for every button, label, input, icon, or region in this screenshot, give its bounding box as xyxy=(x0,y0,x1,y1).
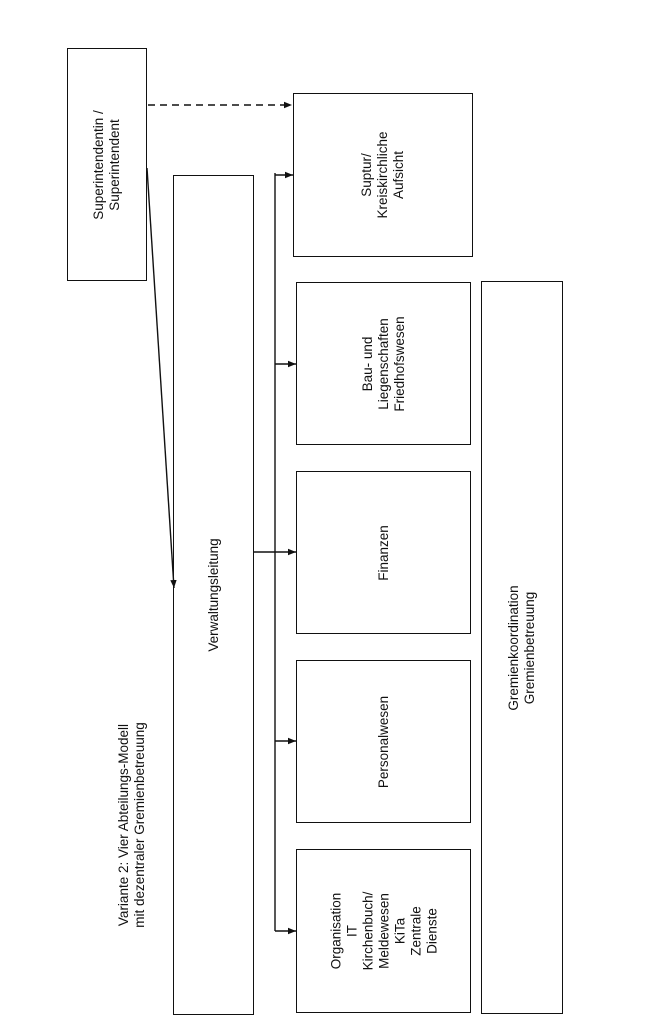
finanzen-box: Finanzen xyxy=(296,471,471,634)
verwaltungsleitung-box: Verwaltungsleitung xyxy=(173,175,254,1015)
organisation-box: Organisation IT Kirchenbuch/ Meldewesen … xyxy=(296,849,471,1013)
bau-box: Bau- und Liegenschaften Friedhofswesen xyxy=(296,282,471,445)
diagonal-arrow-to-verwaltungsleitung xyxy=(146,167,177,589)
gremien-box: Gremienkoordination Gremienbetreuung xyxy=(481,281,563,1014)
superintendent-box: Superintendentin / Superintendent xyxy=(67,48,147,281)
personal-box: Personalwesen xyxy=(296,660,471,823)
suptur-box: Suptur/ Kreiskirchliche Aufsicht xyxy=(293,93,473,257)
